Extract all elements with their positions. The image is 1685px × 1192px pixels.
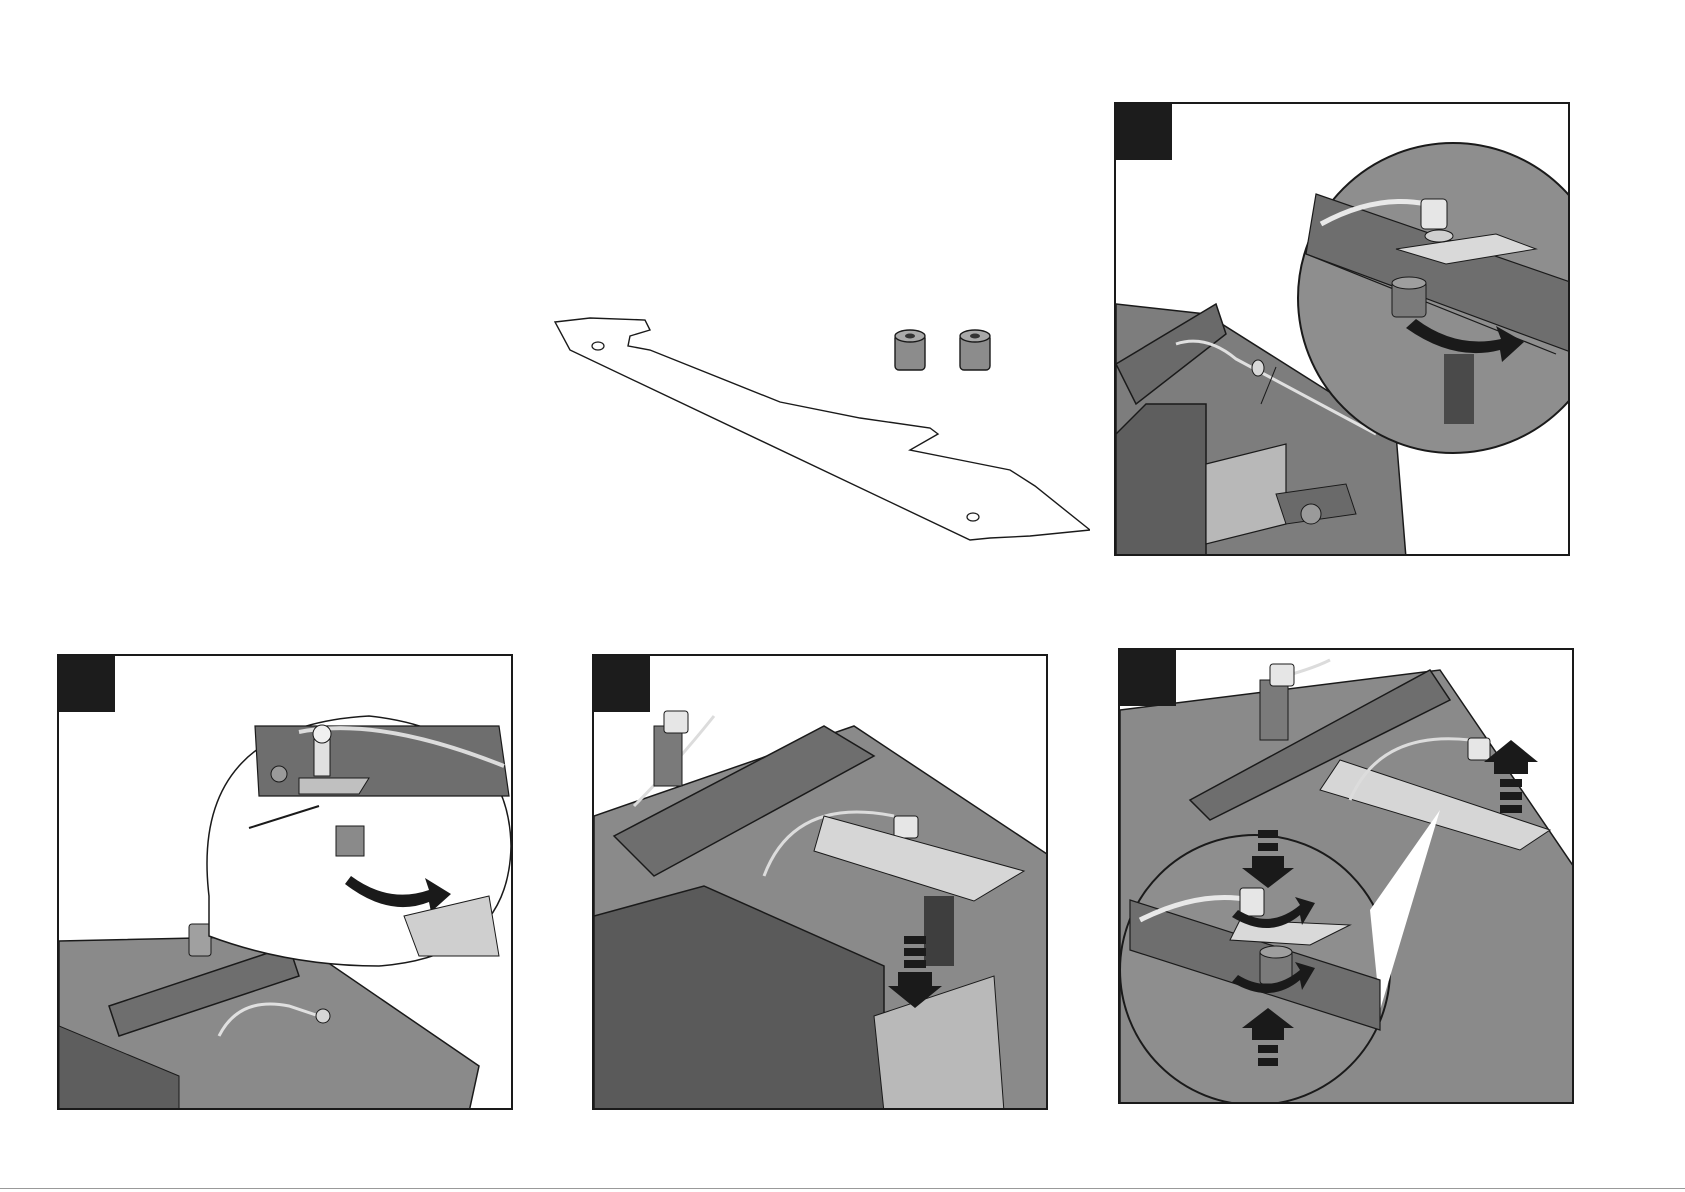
step-number-badge	[59, 656, 115, 712]
step-number-badge	[594, 656, 650, 712]
remove-shield-illustration	[59, 656, 513, 1110]
step-number-badge	[1120, 650, 1176, 706]
reinstall-spacer-illustration	[1120, 650, 1574, 1104]
rubber-spacer-icon	[952, 326, 1002, 378]
page-bottom-rule	[0, 1188, 1685, 1189]
step-panel-remove-spacer	[1114, 102, 1570, 556]
remove-spacer-illustration	[1116, 104, 1570, 556]
insert-shield-illustration	[594, 656, 1048, 1110]
rubber-spacer-icon	[887, 326, 937, 378]
step-number-badge	[1116, 104, 1172, 160]
parts-overview	[550, 310, 1090, 555]
step-panel-remove-shield	[57, 654, 513, 1110]
heat-shield-plate-icon	[550, 310, 1090, 550]
step-panel-insert-shield	[592, 654, 1048, 1110]
step-panel-reinstall-spacer	[1118, 648, 1574, 1104]
